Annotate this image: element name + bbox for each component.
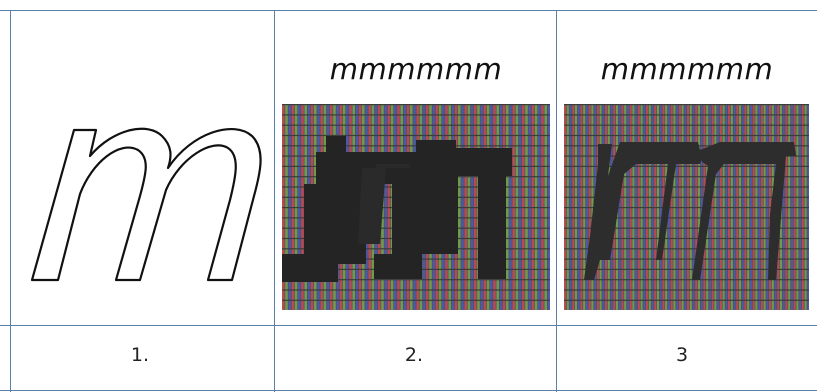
bottom-border: [0, 390, 817, 391]
pixel-grid-subpixel: [564, 104, 809, 310]
column-divider-1: [274, 10, 275, 392]
caption-divider: [0, 325, 817, 326]
pixel-grid-standard: [282, 104, 550, 310]
column-divider-2: [556, 10, 557, 392]
panel-2-sample-word: mmmmmm: [288, 52, 544, 86]
panel-3-caption: 3: [652, 344, 712, 366]
panel-2-caption: 2.: [384, 344, 444, 366]
panel-1-caption: 1.: [110, 344, 170, 366]
left-border: [10, 10, 11, 392]
outline-m-glyph: [22, 110, 270, 290]
outline-m-path: [32, 129, 261, 280]
panel-3-sample-word: mmmmmm: [566, 52, 808, 86]
top-border: [0, 10, 817, 11]
